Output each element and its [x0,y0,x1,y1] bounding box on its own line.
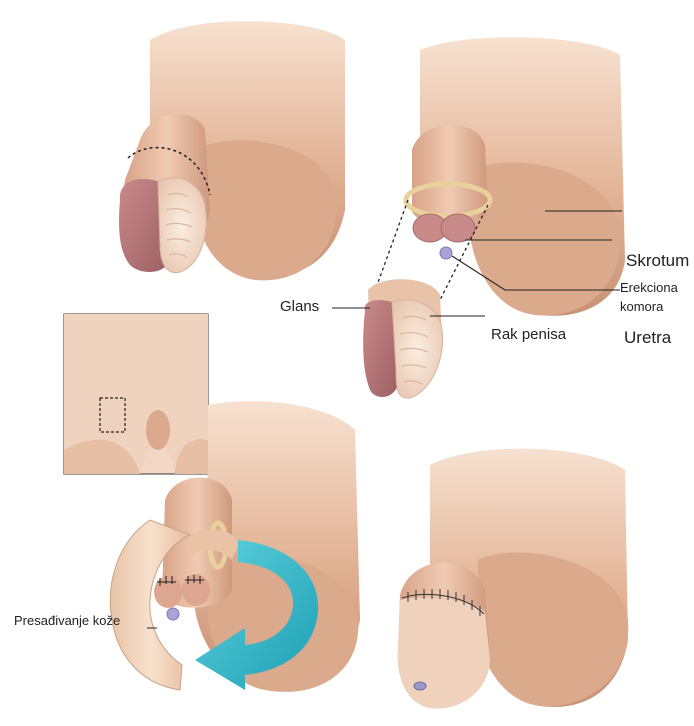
panel-1-tumor-mass [158,178,206,273]
panel-4-urethral-opening [414,682,426,690]
label-rak-penisa: Rak penisa [491,327,566,342]
label-uretra: Uretra [624,329,671,346]
inset-genitals [146,410,170,450]
panel-4-result [398,449,628,709]
label-glans: Glans [280,299,319,314]
panel-2-excision [363,37,625,398]
panel-2-urethra [440,247,452,259]
panel-3-urethra [167,608,179,620]
inset-donor-site [64,314,208,474]
panel-4-graft-tip [398,598,490,709]
label-erekciona: Erekciona [620,281,678,294]
panel-3-chamber-left [154,576,182,608]
label-komora: komora [620,300,663,313]
panel-1-tumor [119,21,345,280]
label-skrotum: Skrotum [626,252,689,269]
panel-2-erectile-chamber-right [441,214,475,242]
panel-3-chamber-right [182,574,210,606]
label-presadivanje-koze: Presađivanje kože [14,614,120,627]
